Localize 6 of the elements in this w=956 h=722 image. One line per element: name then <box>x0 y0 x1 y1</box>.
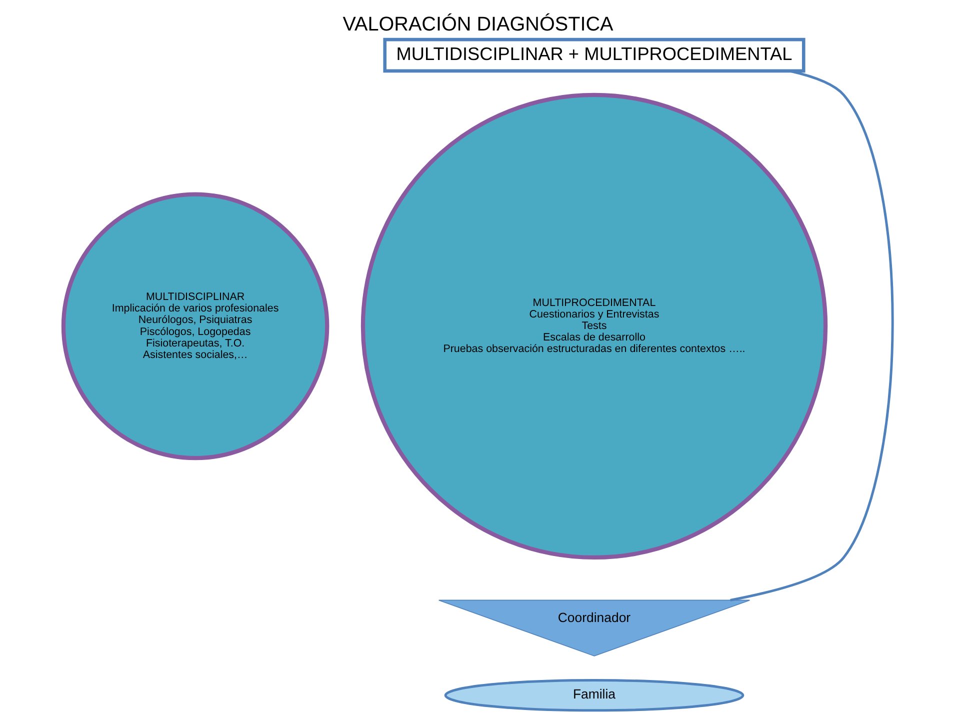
connector <box>730 70 894 602</box>
node-box: MULTIDISCIPLINAR + MULTIPROCEDIMENTAL <box>383 38 806 73</box>
node-circle: MULTIDISCIPLINAR Implicación de varios profesionales Neurólogos, Psiquiatras Piscólogos, Logopedas Fisioterapeutas, T.O. Asistentes sociales,… <box>61 192 330 460</box>
node-circle: MULTIPROCEDIMENTAL Cuestionarios y Entrevistas Tests Escalas de desarrollo Pruebas observación estructuradas en diferentes contextos ….. <box>360 92 828 560</box>
diagram-title: VALORACIÓN DIAGNÓSTICA <box>342 14 614 36</box>
node-ellipse: Familia <box>444 679 744 712</box>
